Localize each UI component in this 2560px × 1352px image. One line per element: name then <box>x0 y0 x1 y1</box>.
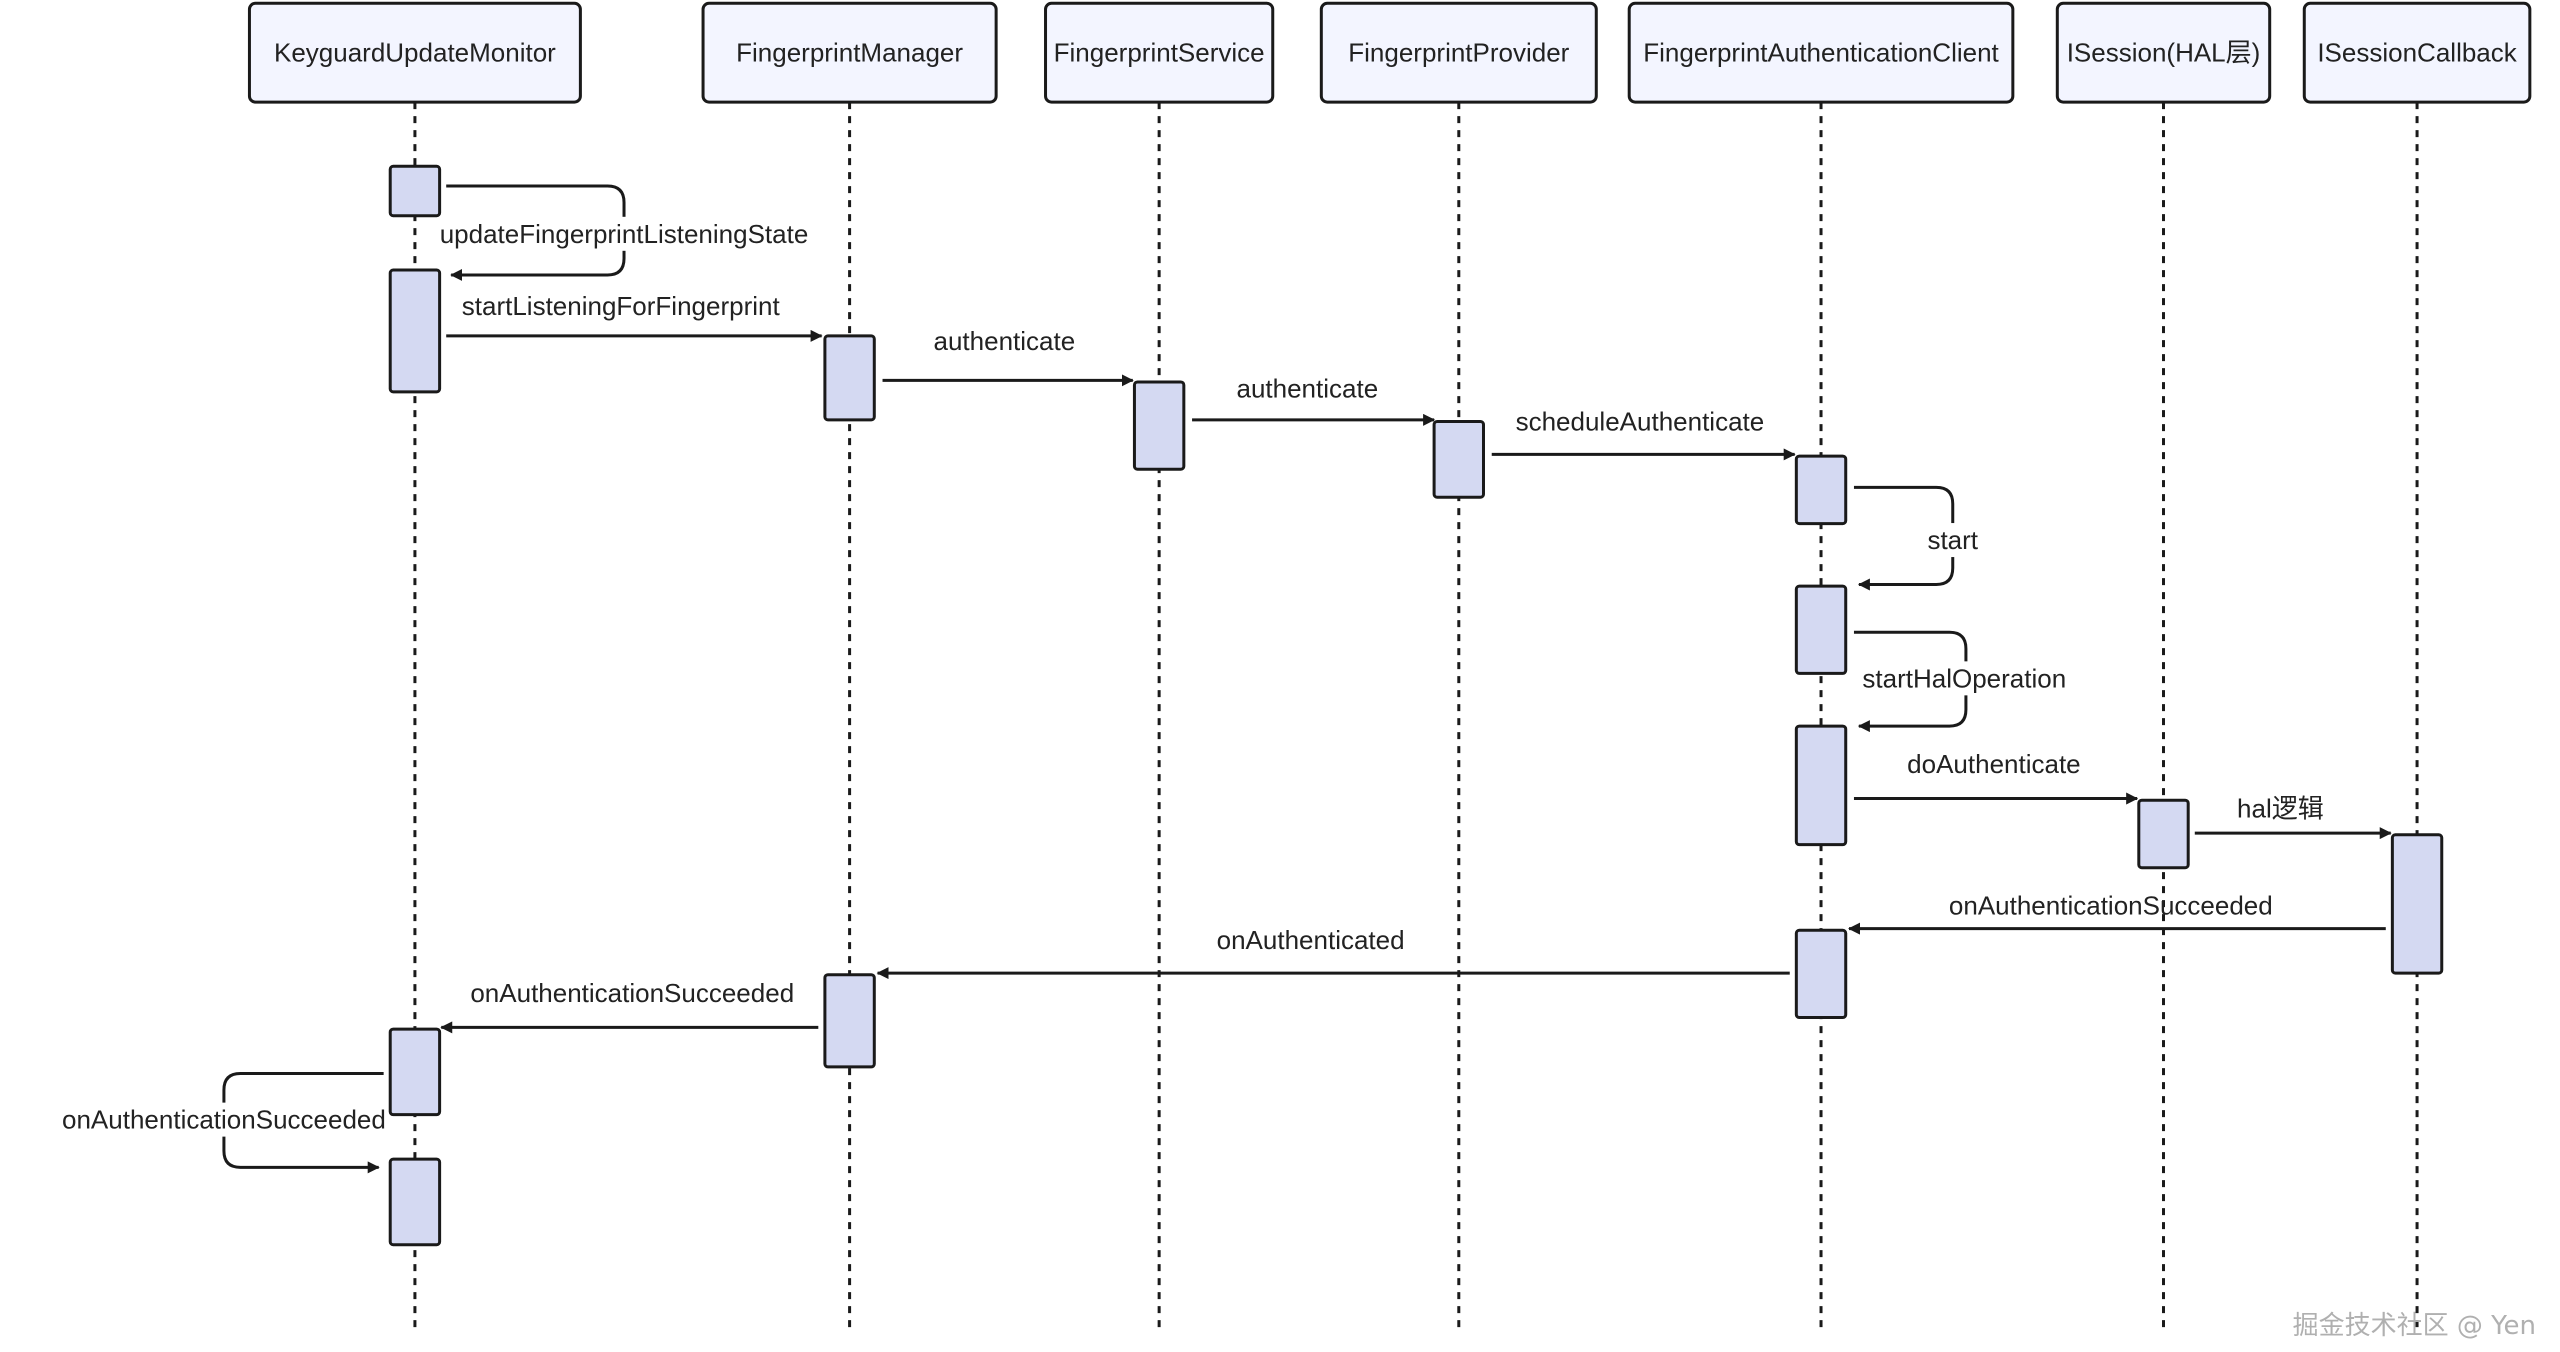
message-label-bg <box>1923 523 1983 558</box>
message-label-bg <box>58 1102 390 1137</box>
message-label: onAuthenticationSucceeded <box>62 1105 386 1135</box>
lane-label: ISessionCallback <box>2317 38 2517 68</box>
message-label: hal逻辑 <box>2237 793 2324 823</box>
lane-header-box <box>1319 1 1598 104</box>
lane-label: FingerprintManager <box>736 38 963 68</box>
message-label: authenticate <box>1236 374 1378 404</box>
activation-bar-kum <box>388 268 442 394</box>
message-label: onAuthenticationSucceeded <box>1949 891 2273 921</box>
lane-header-box <box>701 1 998 104</box>
lane-header-box <box>1044 1 1275 104</box>
message-m7: startHalOperation <box>1853 630 2071 733</box>
message-label: doAuthenticate <box>1907 749 2080 779</box>
message-label: startHalOperation <box>1862 663 2066 693</box>
activation-bar-kum <box>388 1027 442 1117</box>
activation-bar-fm <box>823 973 876 1069</box>
message-m1: updateFingerprintListeningState <box>435 184 813 281</box>
message-m9: hal逻辑 <box>2194 793 2392 840</box>
message-label: onAuthenticationSucceeded <box>470 978 794 1008</box>
lane-header-cb: ISessionCallback <box>2302 1 2532 104</box>
message-m2: startListeningForFingerprint <box>446 291 823 342</box>
lane-header-hal: ISession(HAL层) <box>2055 1 2272 104</box>
message-m5: scheduleAuthenticate <box>1491 407 1796 461</box>
message-label: onAuthenticated <box>1217 925 1405 955</box>
activation-bar-fp <box>1432 420 1485 499</box>
lane-header-box <box>2302 1 2532 104</box>
message-label: updateFingerprintListeningState <box>440 219 809 249</box>
lane-label: ISession(HAL层) <box>2067 38 2261 68</box>
activation-bar-fac <box>1794 928 1848 1020</box>
message-m12: onAuthenticationSucceeded <box>440 978 819 1034</box>
activation-bar-fac <box>1794 724 1848 847</box>
message-m8: doAuthenticate <box>1853 749 2139 805</box>
activation-bar-fm <box>823 334 876 422</box>
message-label: startListeningForFingerprint <box>462 291 781 321</box>
message-m11: onAuthenticated <box>876 925 1790 980</box>
message-label-bg <box>435 216 813 251</box>
lane-label: FingerprintAuthenticationClient <box>1643 38 1999 68</box>
lane-header-fm: FingerprintManager <box>701 1 998 104</box>
activation-bar-cb <box>2390 833 2444 975</box>
lane-header-box <box>1627 1 2015 104</box>
lane-header-fac: FingerprintAuthenticationClient <box>1627 1 2015 104</box>
message-label: start <box>1927 525 1978 555</box>
activation-bar-kum <box>388 164 442 218</box>
activation-bar-fs <box>1132 380 1186 471</box>
message-m13: onAuthenticationSucceeded <box>58 1072 390 1174</box>
activation-bar-kum <box>388 1157 442 1247</box>
lane-header-kum: KeyguardUpdateMonitor <box>247 1 582 104</box>
lane-header-box <box>2055 1 2272 104</box>
message-label: scheduleAuthenticate <box>1516 407 1765 437</box>
activation-bar-fac <box>1794 454 1848 526</box>
message-m6: start <box>1853 485 1983 591</box>
message-m4: authenticate <box>1192 374 1436 426</box>
lane-label: KeyguardUpdateMonitor <box>274 38 556 68</box>
lane-label: FingerprintService <box>1054 38 1265 68</box>
activation-bar-fac <box>1794 584 1848 675</box>
activation-bar-hal <box>2137 798 2190 870</box>
message-label: authenticate <box>934 326 1076 356</box>
message-m3: authenticate <box>882 326 1134 387</box>
message-m10: onAuthenticationSucceeded <box>1848 891 2386 935</box>
lane-header-fs: FingerprintService <box>1044 1 1275 104</box>
lane-header-box <box>247 1 582 104</box>
message-label-bg <box>1858 661 2071 696</box>
lane-label: FingerprintProvider <box>1348 38 1569 68</box>
lane-header-fp: FingerprintProvider <box>1319 1 1598 104</box>
watermark-text: 掘金技术社区 @ Yen <box>2292 1311 2536 1341</box>
